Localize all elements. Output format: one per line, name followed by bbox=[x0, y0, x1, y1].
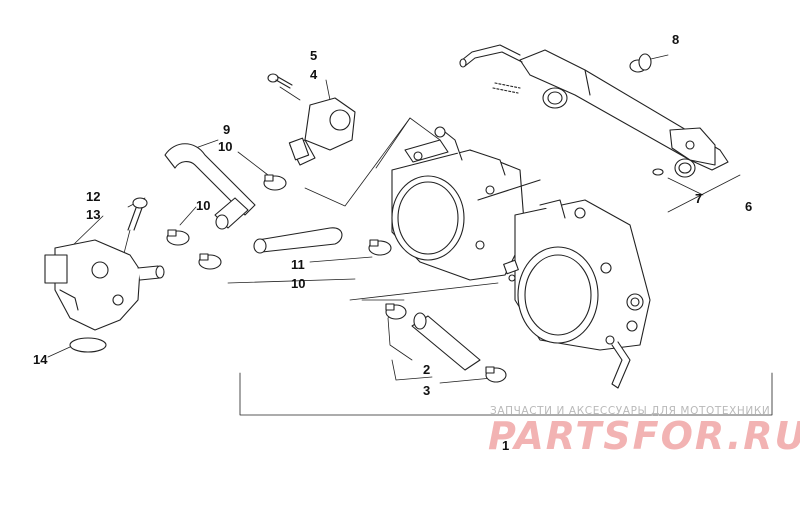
clamp-2 bbox=[167, 230, 189, 245]
callout-10-lower: 10 bbox=[291, 276, 306, 291]
clamp-3 bbox=[199, 254, 221, 269]
callout-14: 14 bbox=[33, 352, 48, 367]
hose-part-9 bbox=[165, 144, 255, 229]
fuel-rail bbox=[460, 45, 728, 170]
callout-8: 8 bbox=[672, 32, 680, 47]
callout-10-upper: 10 bbox=[218, 139, 233, 154]
callout-7: 7 bbox=[695, 191, 703, 206]
grommet-part-8 bbox=[630, 54, 651, 72]
o-ring-part-7 bbox=[653, 159, 695, 177]
callout-10-middle: 10 bbox=[196, 198, 211, 213]
screw-part-5 bbox=[268, 74, 292, 88]
clamp-6 bbox=[486, 367, 506, 382]
o-ring-part-14 bbox=[70, 338, 106, 352]
callout-6: 6 bbox=[745, 199, 753, 214]
callout-3: 3 bbox=[423, 383, 431, 398]
callout-12: 12 bbox=[86, 189, 101, 204]
watermark-logo: PARTSFOR.RU bbox=[488, 414, 800, 458]
clamps bbox=[167, 175, 506, 382]
screw-part-12 bbox=[128, 198, 147, 230]
hose-part-2 bbox=[412, 313, 480, 370]
callout-11: 11 bbox=[291, 257, 305, 272]
clamp-1 bbox=[264, 175, 286, 190]
watermark-subtitle: ЗАПЧАСТИ И АКСЕССУАРЫ ДЛЯ МОТОТЕХНИКИ bbox=[490, 405, 771, 417]
throttle-body-left bbox=[392, 127, 540, 280]
callout-1: 1 bbox=[502, 438, 510, 453]
throttle-body-right bbox=[504, 200, 650, 388]
callout-13: 13 bbox=[86, 207, 101, 222]
callout-5: 5 bbox=[310, 48, 318, 63]
callout-9: 9 bbox=[223, 122, 231, 137]
callout-2: 2 bbox=[423, 362, 431, 377]
idle-air-control-valve bbox=[45, 240, 164, 330]
clamp-4 bbox=[369, 240, 391, 255]
clamp-5 bbox=[386, 304, 406, 319]
callout-4: 4 bbox=[310, 67, 318, 82]
throttle-position-sensor bbox=[289, 98, 355, 165]
hose-part-11 bbox=[254, 228, 342, 253]
